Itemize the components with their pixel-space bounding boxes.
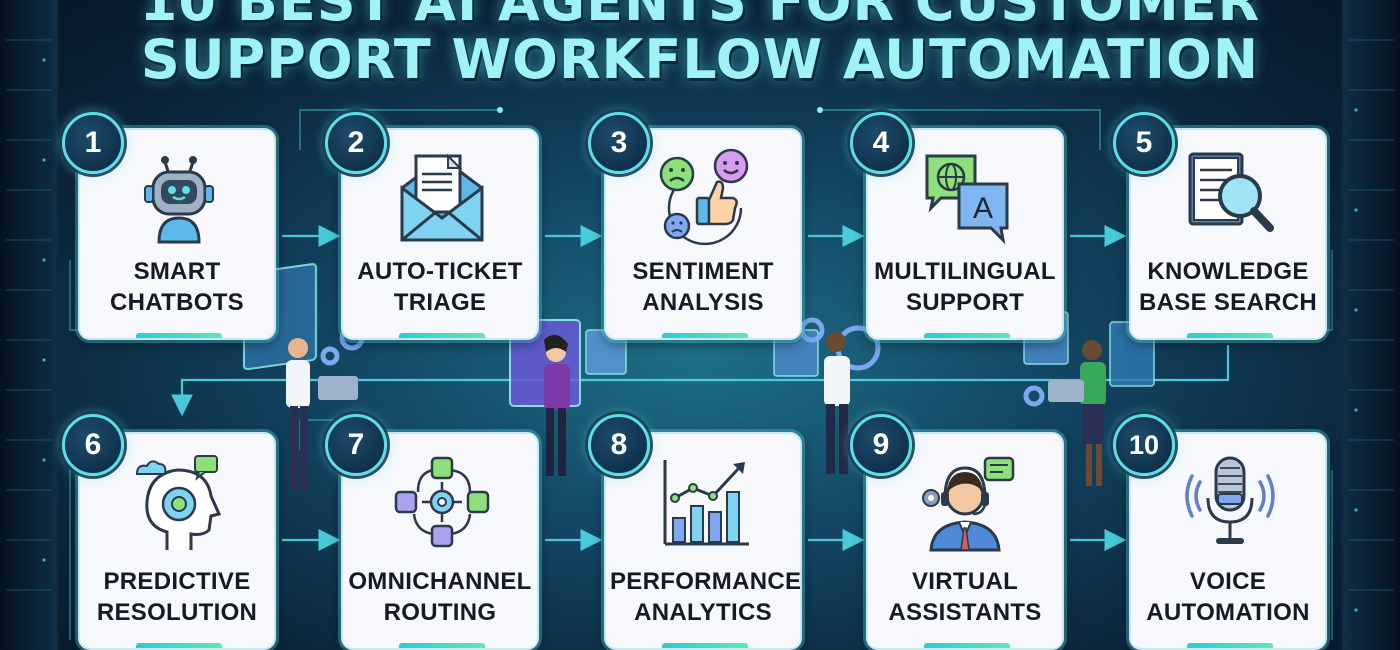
translate-bubbles-icon: A [925,154,1009,245]
step-number-badge: 6 [62,414,124,476]
step-number-badge: 8 [588,414,650,476]
step-number-badge: 10 [1113,414,1175,476]
card-accent-bar [1187,333,1273,338]
card-accent-bar [136,333,222,338]
card-accent-bar [662,333,748,338]
head-brain-icon [135,455,222,550]
step-number-badge: 7 [325,414,387,476]
step-number-badge: 5 [1113,112,1175,174]
book-magnifier-icon [1188,152,1274,232]
support-agent-figure [544,334,570,476]
step-number-badge: 2 [325,112,387,174]
step-number-badge: 3 [588,112,650,174]
card-accent-bar [399,643,485,648]
infographic-title-line-2: SUPPORT WORKFLOW AUTOMATION [140,28,1260,91]
sentiment-faces-icon [659,148,749,246]
card-accent-bar [924,333,1010,338]
step-number-badge: 1 [62,112,124,174]
robot-icon [144,156,214,244]
envelope-icon [400,153,484,242]
support-agent-figure [824,332,850,474]
card-accent-bar [399,333,485,338]
infographic-title-line-1: 10 BEST AI AGENTS FOR CUSTOMER [139,0,1261,33]
svg-text:A: A [973,192,993,225]
step-number-badge: 9 [850,414,912,476]
card-accent-bar [136,643,222,648]
card-accent-bar [924,643,1010,648]
routing-network-icon [394,456,490,548]
bar-chart-icon [663,460,749,546]
step-number-badge: 4 [850,112,912,174]
microphone-icon [1185,456,1275,544]
card-accent-bar [1187,643,1273,648]
headset-agent-icon [922,456,1015,552]
card-accent-bar [662,643,748,648]
